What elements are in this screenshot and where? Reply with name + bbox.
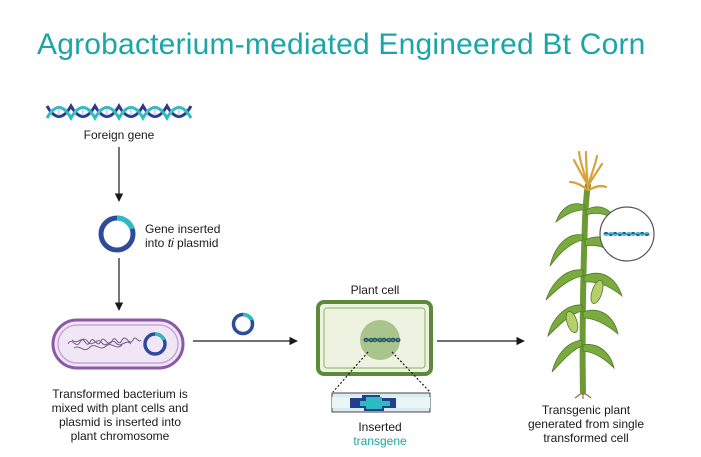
label-plant-line1: Transgenic plant [541, 403, 631, 417]
label-plasmid-post: plasmid [173, 236, 219, 250]
bacterium-icon [51, 318, 185, 370]
label-plasmid-italic: ti [167, 236, 174, 250]
label-bacterium-line2: mixed with plant cells and [51, 401, 189, 415]
label-plasmid-pre: into [145, 236, 168, 250]
label-plant-line3: transformed cell [543, 431, 629, 445]
label-bacterium: Transformed bacterium is mixed with plan… [36, 387, 204, 443]
label-plasmid: Gene inserted into ti plasmid [145, 222, 220, 250]
label-bacterium-line1: Transformed bacterium is [52, 387, 188, 401]
label-transgene: transgene [353, 434, 407, 448]
small-plasmid-icon [231, 312, 255, 336]
plant-cell-icon [316, 300, 433, 376]
label-transgenic-plant: Transgenic plant generated from single t… [516, 403, 656, 445]
label-foreign-gene: Foreign gene [83, 128, 155, 142]
diagram-title: Agrobacterium-mediated Engineered Bt Cor… [37, 28, 646, 61]
label-inserted-transgene: Inserted transgene [335, 420, 425, 448]
label-plasmid-line1: Gene inserted [145, 222, 221, 236]
label-inserted: Inserted [358, 420, 402, 434]
zoom-lines [332, 351, 431, 393]
label-plant-cell: Plant cell [350, 283, 400, 297]
label-bacterium-line3: plasmid is inserted into [58, 415, 182, 429]
label-plasmid-line2: into ti plasmid [145, 236, 220, 250]
corn-plant-icon [545, 150, 623, 399]
dna-helix-icon [45, 102, 193, 122]
chromosome-strip-icon [331, 392, 431, 413]
plasmid-icon [98, 215, 136, 253]
label-bacterium-line4: plant chromosome [70, 429, 170, 443]
magnified-dna-icon [599, 206, 655, 262]
label-plant-line2: generated from single [527, 417, 645, 431]
